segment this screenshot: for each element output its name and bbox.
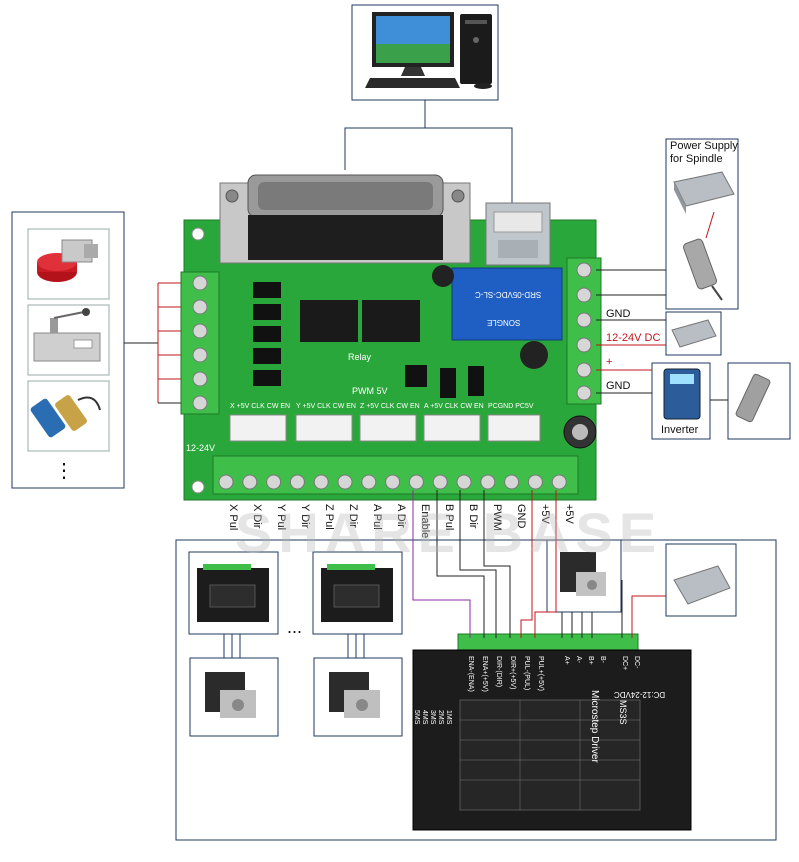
spindle-motor-icon (683, 238, 723, 301)
driver-mode-label: 5MS (413, 710, 420, 725)
small-motor-2 (313, 634, 403, 737)
driver-pin-label: B+ (587, 656, 594, 665)
microstep-driver (412, 633, 692, 831)
capacitor-2 (520, 341, 548, 369)
driver-model: MS3S (618, 700, 628, 725)
sensor-wires (124, 282, 184, 404)
header-label-pc: PCGND PC5V (488, 403, 534, 410)
proximity-sensor-icon (30, 395, 101, 438)
keyboard-icon (365, 78, 460, 88)
computer-frame (351, 4, 499, 101)
small-motor-1 (189, 634, 279, 737)
header-label-z: Z +5V CLK CW EN (360, 403, 420, 410)
power-supply-label-2: for Spindle (670, 153, 723, 165)
sensor-panel (11, 211, 125, 489)
gnd-label-1: GND (606, 308, 631, 320)
driver-pin-label: ENA+(+5V) (481, 656, 488, 692)
relay-label: Relay (348, 352, 372, 362)
driver-mode-label: 4MS (421, 710, 428, 725)
driver-pin-label: DC+ (621, 656, 628, 671)
driver-mode-label: 1MS (445, 710, 452, 725)
driver-frame (175, 539, 777, 841)
left-terminal-block (180, 271, 220, 415)
terminal-screw (551, 474, 567, 490)
inverter-label: Inverter (661, 424, 699, 436)
breakout-board (183, 174, 597, 501)
terminal-screw (242, 474, 258, 490)
watermark: SHARE BASE (235, 501, 663, 564)
terminal-screw (527, 474, 543, 490)
gnd-label-2: GND (606, 380, 631, 392)
header-label-y: Y +5V CLK CW EN (296, 403, 356, 410)
capacitor-1 (432, 265, 454, 287)
driver-pin-label: ENA-(ENA) (467, 656, 474, 692)
terminal-screw (432, 474, 448, 490)
driver-pin-label: B- (599, 656, 606, 663)
driver-pin-label: PUL-(PUL) (523, 656, 530, 691)
plus-label: + (606, 356, 613, 368)
driver-title: Microstep Driver (589, 690, 600, 763)
driver-pin-label: DIR+(+5V) (509, 656, 516, 690)
optocouplers (253, 282, 281, 386)
driver-mode-label: 6MS (405, 710, 412, 725)
relay (451, 267, 563, 341)
small-driver-2 (312, 551, 403, 635)
driver-mode-label: 3MS (429, 710, 436, 725)
bottom-terminal-block (212, 455, 579, 495)
terminal-screw (313, 474, 329, 490)
driver-pin-label: A- (575, 656, 582, 663)
terminal-screw (456, 474, 472, 490)
terminal-screw (289, 474, 305, 490)
usb-connector (485, 202, 551, 266)
sensor-more-ellipsis: ⋮ (54, 460, 74, 482)
db25-connector (219, 174, 471, 264)
pwm-label: PWM 5V (352, 386, 388, 396)
voltage-label: 12-24V DC (606, 332, 661, 344)
pc-tower-icon (460, 14, 492, 84)
right-terminal-block (566, 257, 602, 405)
terminal-screw (408, 474, 424, 490)
terminal-screw (385, 474, 401, 490)
header-label-x: X +5V CLK CW EN (230, 403, 291, 410)
driver-pin-label: A+ (563, 656, 570, 665)
header-label-a: A +5V CLK CW EN (424, 403, 484, 410)
small-driver-1 (188, 551, 279, 635)
spindle-supply-frame (665, 138, 739, 310)
inverter-frame (651, 362, 791, 440)
driver-pin-label: DIR-(DIR) (495, 656, 502, 688)
terminal-screw (504, 474, 520, 490)
driver-pin-label: PUL+(+5V) (537, 656, 544, 692)
ic-chip-2 (362, 300, 420, 342)
ic-chip-1 (300, 300, 358, 342)
board-voltage-label: 12-24V (186, 443, 216, 453)
power-supply-icon-2 (671, 319, 717, 348)
relay-brand-text: SONGLE (487, 318, 521, 327)
spindle-motor-icon-2 (735, 373, 771, 423)
relay-model-text: SRD-05VDC-SL-C (475, 290, 542, 299)
stepper-motor-main (546, 539, 622, 613)
terminal-screw (480, 474, 496, 490)
emergency-stop-icon (37, 239, 98, 282)
terminal-screw (361, 474, 377, 490)
driver-dc: DC:12-24VDC (614, 690, 666, 699)
signal-wires (412, 490, 666, 638)
driver-mode-label: 2MS (437, 710, 444, 725)
power-supply-label-1: Power Supply (670, 140, 738, 152)
terminal-screw (266, 474, 282, 490)
limit-switch-icon (33, 308, 101, 362)
driver-pin-label: DC- (633, 656, 640, 669)
terminal-screw (337, 474, 353, 490)
terminal-screw (218, 474, 234, 490)
driver-more-ellipsis: ... (287, 617, 303, 637)
stepper-power-supply (665, 543, 737, 617)
dc-supply (665, 311, 722, 356)
